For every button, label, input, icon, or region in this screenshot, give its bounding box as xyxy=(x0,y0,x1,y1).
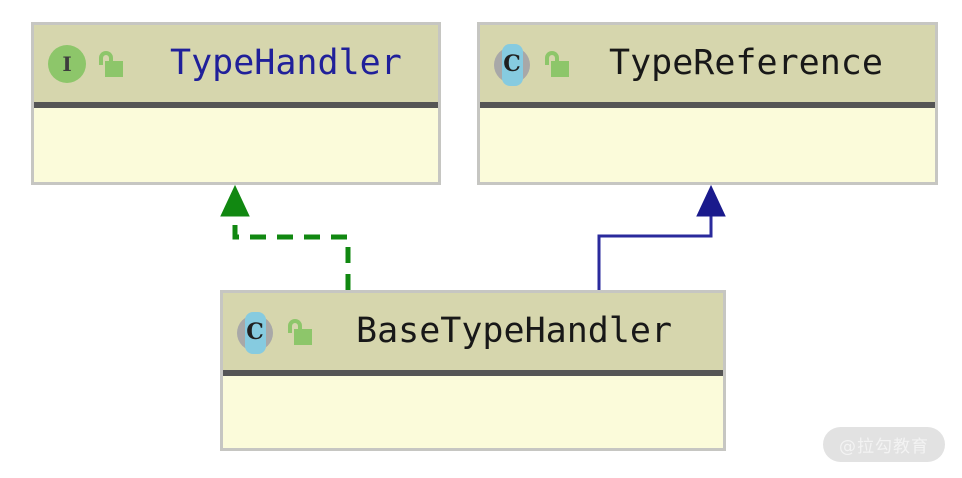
uml-class-title: TypeHandler xyxy=(170,43,402,83)
interface-icon: I xyxy=(45,42,89,86)
watermark-badge: @拉勾教育 xyxy=(823,427,945,462)
uml-header-basetypehandler: C BaseTypeHandler xyxy=(223,293,723,376)
open-padlock-icon xyxy=(97,49,125,79)
uml-header-typehandler: I TypeHandler xyxy=(34,25,438,108)
uml-attributes-compartment-typehandler xyxy=(34,108,438,176)
generalization-arrowhead xyxy=(696,184,726,217)
interface-icon-letter: I xyxy=(62,51,72,76)
uml-attributes-compartment-basetypehandler xyxy=(223,376,723,442)
uml-class-basetypehandler[interactable]: C BaseTypeHandler xyxy=(220,290,726,451)
open-padlock-icon xyxy=(543,49,571,79)
class-icon: C xyxy=(234,310,278,354)
uml-attributes-compartment-typereference xyxy=(480,108,935,176)
uml-class-title: TypeReference xyxy=(609,43,883,83)
uml-class-title: BaseTypeHandler xyxy=(356,311,673,351)
uml-class-typehandler[interactable]: I TypeHandler xyxy=(31,22,441,185)
class-icon: C xyxy=(491,42,535,86)
open-padlock-icon xyxy=(286,317,314,347)
edge-extends xyxy=(597,184,726,290)
class-icon-letter: C xyxy=(246,318,264,345)
uml-class-typereference[interactable]: C TypeReference xyxy=(477,22,938,185)
edge-implements xyxy=(220,184,351,290)
watermark-text: @拉勾教育 xyxy=(839,437,929,457)
realization-arrowhead xyxy=(220,184,250,217)
uml-header-typereference: C TypeReference xyxy=(480,25,935,108)
class-icon-letter: C xyxy=(503,50,521,77)
